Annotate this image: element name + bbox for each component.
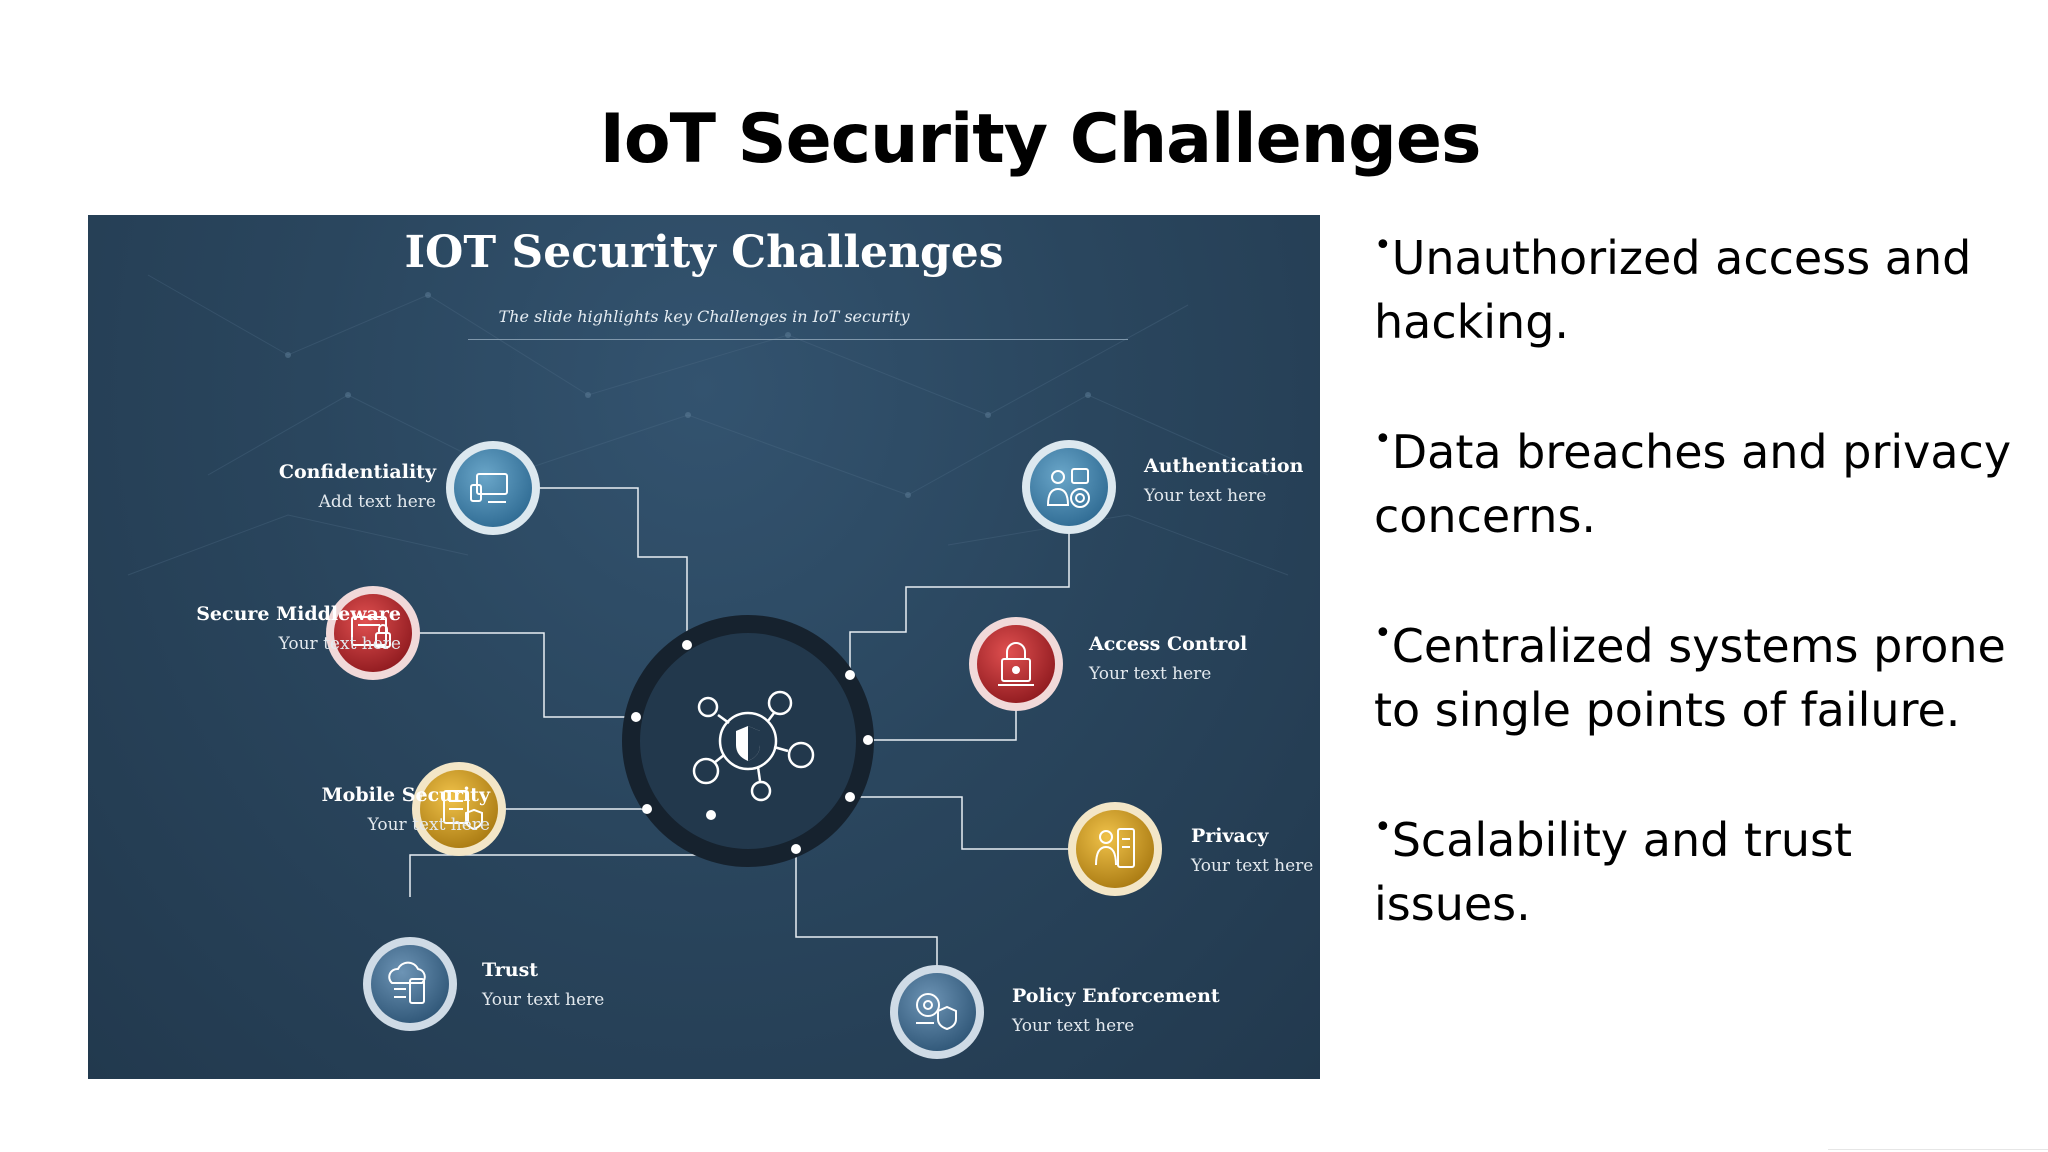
node-text: Your text here	[1012, 1011, 1220, 1041]
central-hub	[622, 615, 874, 867]
node-name: Trust	[482, 955, 604, 985]
bullet-dot: •	[1374, 616, 1392, 651]
node-trust	[363, 937, 457, 1031]
label-trust: Trust Your text here	[482, 955, 604, 1015]
footer-divider	[1828, 1149, 2048, 1150]
label-privacy: Privacy Your text here	[1191, 821, 1313, 881]
label-access-control: Access Control Your text here	[1089, 629, 1247, 689]
label-mobile-security: Mobile Security Your text here	[322, 780, 490, 840]
bullet-item: •Centralized systems prone to single poi…	[1374, 614, 2014, 742]
label-secure-middleware: Secure Middleware Your text here	[196, 599, 401, 659]
infographic-subtitle: The slide highlights key Challenges in I…	[88, 307, 1320, 326]
label-policy-enforcement: Policy Enforcement Your text here	[1012, 981, 1220, 1041]
node-name: Mobile Security	[322, 780, 490, 810]
bullet-item: •Unauthorized access and hacking.	[1374, 226, 2014, 354]
node-text: Your text here	[322, 810, 490, 840]
bullet-dot: •	[1374, 422, 1392, 457]
node-text: Your text here	[1089, 659, 1247, 689]
node-access-control	[969, 617, 1063, 711]
bullet-item: •Scalability and trust issues.	[1374, 808, 2014, 936]
bullet-item: •Data breaches and privacy concerns.	[1374, 420, 2014, 548]
label-authentication: Authentication Your text here	[1144, 451, 1303, 511]
node-privacy	[1068, 802, 1162, 896]
node-name: Policy Enforcement	[1012, 981, 1220, 1011]
title-divider	[468, 339, 1128, 340]
node-text: Your text here	[1144, 481, 1303, 511]
node-text: Add text here	[279, 487, 436, 517]
bullet-list: •Unauthorized access and hacking. •Data …	[1374, 226, 2014, 1002]
node-name: Authentication	[1144, 451, 1303, 481]
node-name: Secure Middleware	[196, 599, 401, 629]
node-text: Your text here	[1191, 851, 1313, 881]
node-text: Your text here	[482, 985, 604, 1015]
node-name: Access Control	[1089, 629, 1247, 659]
bullet-dot: •	[1374, 228, 1392, 263]
node-policy-enforcement	[890, 965, 984, 1059]
infographic-image: IOT Security Challenges The slide highli…	[88, 215, 1320, 1079]
node-name: Confidentiality	[279, 457, 436, 487]
node-confidentiality	[446, 441, 540, 535]
slide-title: IoT Security Challenges	[0, 100, 2048, 179]
label-confidentiality: Confidentiality Add text here	[279, 457, 436, 517]
node-text: Your text here	[196, 629, 401, 659]
infographic-title: IOT Security Challenges	[88, 227, 1320, 278]
bullet-dot: •	[1374, 810, 1392, 845]
node-name: Privacy	[1191, 821, 1313, 851]
node-authentication	[1022, 440, 1116, 534]
